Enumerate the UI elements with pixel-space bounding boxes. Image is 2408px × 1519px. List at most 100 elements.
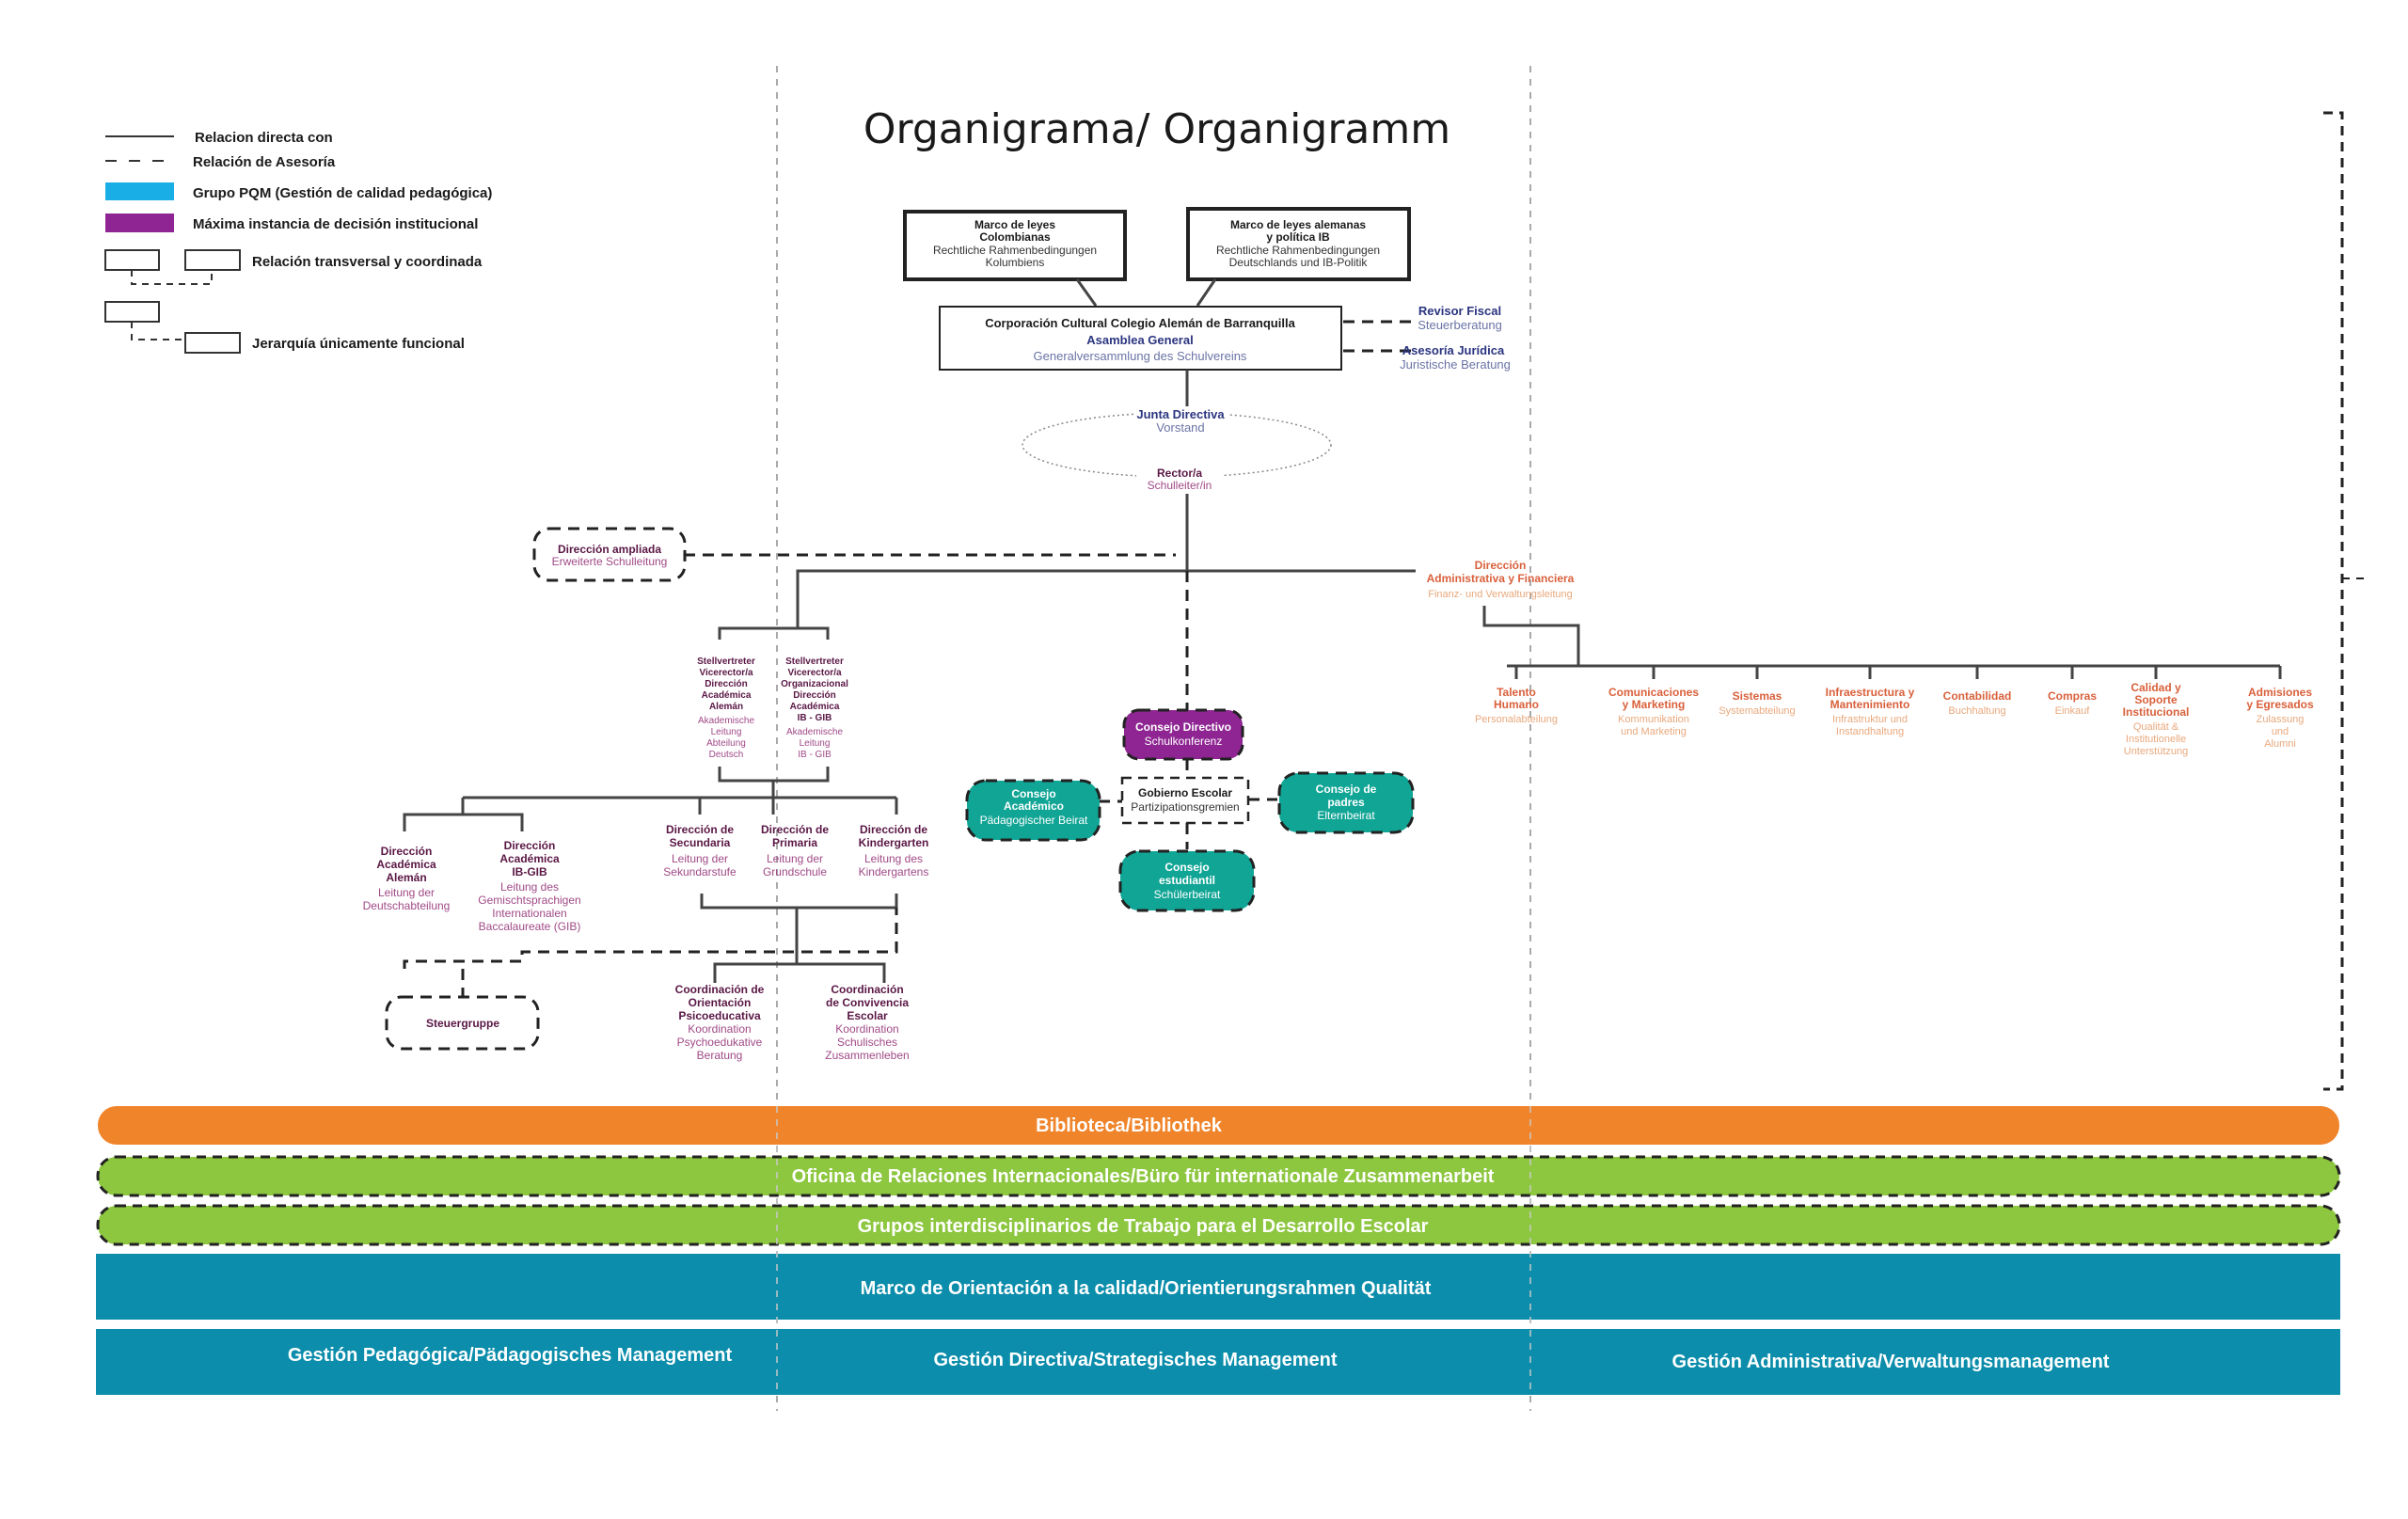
- legend-advisory-label: Relación de Asesoría: [193, 154, 336, 170]
- law-colombia-title: Marco de leyes: [974, 218, 1055, 231]
- corporation-box[interactable]: Corporación Cultural Colegio Alemán de B…: [939, 306, 1342, 371]
- section-direction-de-line: Kindergartens: [859, 865, 929, 878]
- vice-rector-ib-de-line: Leitung: [800, 738, 831, 749]
- direccion-academica-aleman-de-line: Deutschabteilung: [363, 899, 451, 912]
- direccion-ampliada-de: Erweiterte Schulleitung: [552, 555, 668, 568]
- direccion-academica-ib-de-line: Internationalen: [492, 907, 566, 920]
- coordinacion-convivencia-de-line: Koordination: [835, 1022, 898, 1036]
- gestion-administrativa-label[interactable]: Gestión Administrativa/Verwaltungsmanage…: [1672, 1352, 2110, 1372]
- vice-rector-ib[interactable]: StellvertreterVicerector/aOrganizacional…: [781, 657, 848, 760]
- coordinacion-orientacion-de-line: Psychoedukative: [677, 1036, 763, 1049]
- vice-rector-aleman-title-line: Vicerector/a: [699, 668, 753, 678]
- band-gestion: Gestión Pedagógica/Pädagogisches Managem…: [96, 1329, 2340, 1395]
- connector: [1482, 606, 1580, 666]
- vice-rector-ib-title-line: IB - GIB: [798, 713, 832, 723]
- legend-functional-connector-icon: [131, 322, 185, 340]
- band-grupos-interdisciplinarios[interactable]: Grupos interdisciplinarios de Trabajo pa…: [96, 1204, 2341, 1246]
- legend-transversal-connector-icon: [131, 270, 213, 285]
- section-direction-de-line: Leitung der: [672, 852, 728, 865]
- revisor-fiscal-title: Revisor Fiscal: [1418, 304, 1501, 318]
- vice-rector-aleman-de-line: Deutsch: [709, 750, 744, 760]
- admin-unit-title-line: Comunicaciones: [1608, 686, 1699, 699]
- legend-transversal-box-b-icon: [184, 249, 241, 271]
- law-germany-de: Rechtliche Rahmenbedingungen: [1216, 244, 1380, 257]
- consejo-padres[interactable]: Consejo de padres Elternbeirat: [1277, 771, 1415, 834]
- consejo-academico-de: Pädagogischer Beirat: [980, 814, 1088, 827]
- vice-rector-aleman[interactable]: StellvertreterVicerector/aDirecciónAcadé…: [697, 657, 755, 760]
- admin-unit-de-line: Alumni: [2264, 738, 2296, 750]
- direccion-ampliada-box[interactable]: Dirección ampliada Erweiterte Schulleitu…: [532, 527, 687, 582]
- corporation-title: Corporación Cultural Colegio Alemán de B…: [985, 316, 1295, 330]
- vice-rector-ib-title-line: Vicerector/a: [787, 668, 842, 678]
- admin-unit-de-line: Unterstützung: [2124, 746, 2188, 757]
- asesoria-juridica[interactable]: Asesoría Jurídica Juristische Beratung: [1400, 343, 1511, 372]
- consejo-academico[interactable]: Consejo Académico Pädagogischer Beirat: [965, 779, 1101, 842]
- coordinacion-convivencia-title-line: Escolar: [847, 1009, 888, 1022]
- direccion-ampliada-title: Dirección ampliada: [558, 543, 661, 556]
- admin-direction[interactable]: Dirección Administrativa y Financiera Fi…: [1427, 559, 1575, 600]
- vice-rector-aleman-de-line: Leitung: [711, 727, 742, 737]
- direccion-academica-ib-title-line: Académica: [499, 852, 560, 865]
- revisor-fiscal[interactable]: Revisor Fiscal Steuerberatung: [1418, 304, 1502, 332]
- admin-unit-title-line: Humano: [1494, 698, 1539, 711]
- rector-title: Rector/a: [1157, 467, 1202, 480]
- band-biblioteca[interactable]: Biblioteca/Bibliothek: [98, 1106, 2339, 1145]
- gobierno-escolar-title: Gobierno Escolar: [1138, 786, 1232, 799]
- admin-unit-title-line: Soporte: [2134, 693, 2178, 706]
- consejo-estudiantil[interactable]: Consejo estudiantil Schülerbeirat: [1118, 849, 1256, 912]
- junta-directiva[interactable]: Junta Directiva Vorstand: [1133, 406, 1228, 438]
- consejo-directivo-de: Schulkonferenz: [1145, 735, 1223, 748]
- coordinacion-orientacion-title-line: Psicoeducativa: [678, 1009, 761, 1022]
- law-colombia-title-2: Colombianas: [979, 230, 1051, 244]
- section-direction-title-line: Secundaria: [670, 836, 731, 849]
- coordinacion-orientacion-title-line: Orientación: [689, 996, 752, 1009]
- functional-bracket: [2323, 111, 2344, 1091]
- rector[interactable]: Rector/a Schulleiter/in: [1136, 465, 1223, 493]
- assembly-de: Generalversammlung des Schulvereins: [1034, 349, 1247, 363]
- law-colombia-box[interactable]: Marco de leyes Colombianas Rechtliche Ra…: [903, 210, 1127, 281]
- direccion-academica-aleman-de-line: Leitung der: [378, 886, 435, 899]
- consejo-padres-title: Consejo de: [1316, 783, 1377, 796]
- connector: [1075, 278, 1098, 307]
- law-germany-box[interactable]: Marco de leyes alemanas y política IB Re…: [1186, 207, 1411, 281]
- vice-rector-aleman-de-line: Akademische: [698, 716, 754, 726]
- direccion-academica-aleman-title-line: Dirección: [381, 845, 433, 858]
- consejo-padres-title-2: padres: [1327, 796, 1365, 809]
- admin-unit-de-line: Institutionelle: [2126, 734, 2186, 745]
- band-oficina-internacional[interactable]: Oficina de Relaciones Internacionales/Bü…: [96, 1155, 2341, 1197]
- admin-unit[interactable]: Infraestructura yMantenimientoInfrastruk…: [1826, 686, 1915, 737]
- band-marco-orientacion[interactable]: Marco de Orientación a la calidad/Orient…: [96, 1254, 2340, 1320]
- coordinacion-orientacion[interactable]: Coordinación deOrientaciónPsicoeducativa…: [675, 983, 765, 1062]
- direccion-academica-aleman-title-line: Académica: [376, 858, 436, 871]
- admin-unit-title-line: Calidad y: [2131, 681, 2181, 694]
- admin-unit-de-line: Kommunikation: [1618, 714, 1689, 725]
- admin-unit-title-line: y Marketing: [1623, 698, 1686, 711]
- revisor-fiscal-de: Steuerberatung: [1418, 318, 1502, 332]
- consejo-directivo[interactable]: Consejo Directivo Schulkonferenz: [1122, 708, 1244, 761]
- admin-unit-title-line: Compras: [2048, 689, 2097, 703]
- gestion-directiva-label[interactable]: Gestión Directiva/Strategisches Manageme…: [933, 1350, 1337, 1370]
- steuergruppe-box[interactable]: Steuergruppe: [385, 995, 540, 1051]
- direccion-academica-ib-de-line: Leitung des: [500, 880, 559, 894]
- gestion-pedagogica-label[interactable]: Gestión Pedagógica/Pädagogisches Managem…: [288, 1345, 733, 1366]
- admin-direction-de: Finanz- und Verwaltungsleitung: [1428, 589, 1572, 600]
- coordinacion-orientacion-de-line: Beratung: [697, 1049, 743, 1062]
- gobierno-escolar[interactable]: Gobierno Escolar Partizipationsgremien: [1120, 776, 1250, 825]
- asesoria-juridica-de: Juristische Beratung: [1400, 357, 1511, 372]
- consejo-academico-title: Consejo: [1011, 787, 1055, 800]
